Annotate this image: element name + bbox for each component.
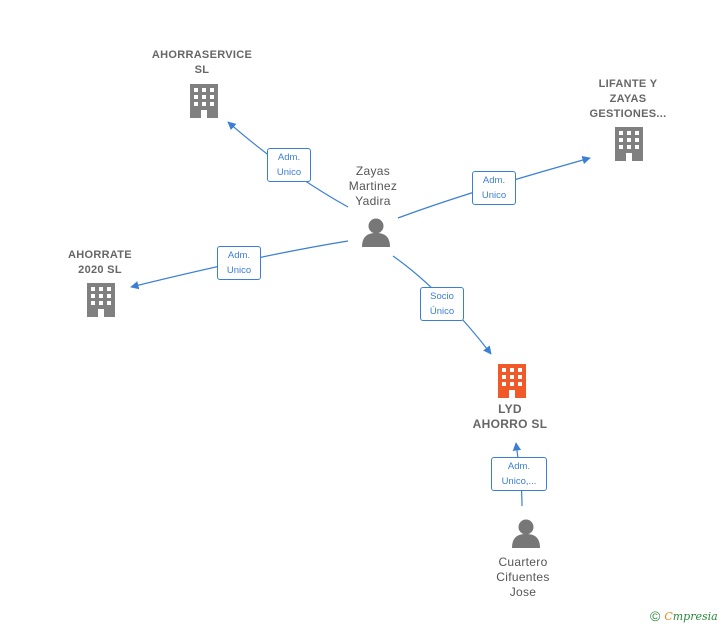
edge-label-line: Adm. — [277, 152, 301, 163]
node-label-line: Yadira — [355, 194, 391, 208]
edge-label-line: Adm. — [507, 461, 531, 472]
node-label-line: AHORRO SL — [472, 417, 548, 431]
node-label-line: Cuartero — [498, 555, 548, 569]
node-label-line: ZAYAS — [609, 93, 647, 105]
building-icon[interactable] — [87, 283, 115, 317]
brand-logo[interactable]: Cmpresia — [664, 610, 717, 623]
person-icon[interactable] — [362, 218, 390, 248]
node-label-line: Zayas — [355, 164, 391, 178]
node-label-line: Jose — [509, 585, 537, 599]
edge-label-to-ahorrate[interactable]: Adm. Unico — [217, 246, 261, 280]
node-label-line: LYD — [498, 402, 522, 416]
edge-label-line: Unico — [226, 265, 252, 276]
edge-label-to-ahorraservice[interactable]: Adm. Unico — [267, 148, 311, 182]
person-icon[interactable] — [512, 519, 540, 549]
copyright-symbol: © — [650, 608, 661, 624]
edge-label-line: Unico,... — [501, 476, 537, 487]
node-lyd-label[interactable]: LYD AHORRO SL — [450, 402, 570, 432]
edge-label-to-lifante[interactable]: Adm. Unico — [472, 171, 516, 205]
node-zayas-label[interactable]: Zayas Martinez Yadira — [313, 164, 433, 209]
node-label-line: Cifuentes — [496, 570, 550, 584]
node-label-line: AHORRATE — [68, 249, 132, 261]
building-icon[interactable] — [498, 364, 526, 398]
node-label-line: GESTIONES... — [589, 108, 667, 120]
node-label-line: Martinez — [348, 179, 398, 193]
edge-label-line: Unico — [481, 190, 507, 201]
edge-label-line: Adm. — [227, 250, 251, 261]
edge-label-line: Unico — [276, 167, 302, 178]
node-label-line: SL — [194, 64, 210, 76]
edge-label-to-lyd[interactable]: Socio Único — [420, 287, 464, 321]
node-ahorrate-label[interactable]: AHORRATE 2020 SL — [40, 248, 160, 278]
brand-logo-initial: C — [664, 609, 673, 623]
node-label-line: AHORRASERVICE — [151, 49, 253, 61]
edge-label-line: Adm. — [482, 175, 506, 186]
node-cuartero-label[interactable]: Cuartero Cifuentes Jose — [463, 555, 583, 600]
edge-label-cuartero-to-lyd[interactable]: Adm. Unico,... — [491, 457, 547, 491]
building-icon[interactable] — [190, 84, 218, 118]
node-lifante-label[interactable]: LIFANTE Y ZAYAS GESTIONES... — [568, 77, 688, 122]
footer-credit: © Cmpresia — [650, 608, 718, 624]
node-label-line: 2020 SL — [78, 264, 122, 276]
edge-label-line: Único — [429, 306, 455, 317]
node-label-line: LIFANTE Y — [598, 78, 658, 90]
brand-logo-rest: mpresia — [672, 609, 718, 623]
node-ahorraservice-label[interactable]: AHORRASERVICE SL — [142, 48, 262, 78]
edge-label-line: Socio — [430, 291, 454, 302]
building-icon[interactable] — [615, 127, 643, 161]
